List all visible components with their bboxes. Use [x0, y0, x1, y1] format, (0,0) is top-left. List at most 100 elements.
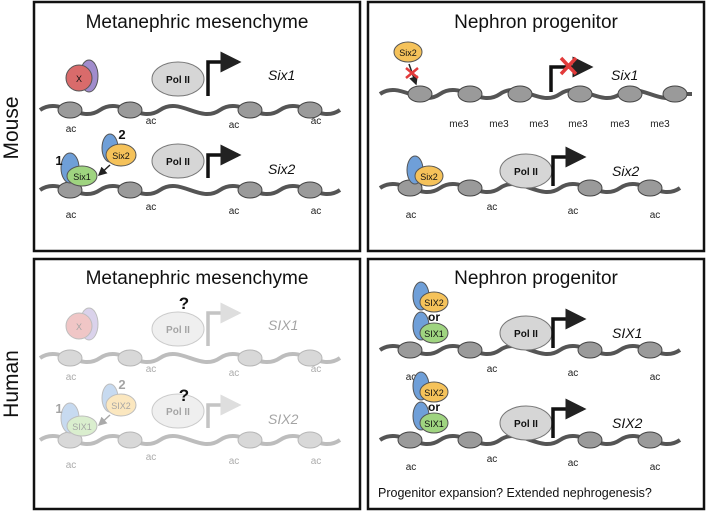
panel-mouse-metanephric-mesenchyme: Metanephric mesenchyme X Pol II Six1 ac …: [32, 0, 362, 253]
pol-ii: [151, 143, 205, 179]
silenced-cross: [559, 56, 578, 76]
factor-six2: [419, 381, 449, 403]
blue-cofactor: [60, 402, 80, 434]
mark-ac: ac: [406, 210, 417, 221]
step-1: 1: [55, 153, 62, 168]
nucleosomes: [397, 431, 663, 449]
factor-six2-label: Six2: [420, 172, 438, 182]
pol-ii: [151, 393, 205, 429]
pol-ii-label: Pol II: [166, 325, 190, 336]
mark-ac: ac: [146, 116, 157, 127]
mark-ac: ac: [311, 364, 322, 375]
factor-six2-label: SIX2: [424, 298, 444, 308]
factor-x-companion: [79, 307, 99, 341]
pol-ii-label: Pol II: [514, 167, 538, 178]
row-label-mouse: Mouse: [0, 96, 23, 159]
mark-ac: ac: [650, 462, 661, 473]
mark-me3: me3: [489, 119, 509, 130]
question-mark: ?: [179, 294, 189, 313]
factor-six1: [66, 165, 98, 187]
factor-six2: [419, 291, 449, 313]
panel-border: [366, 257, 706, 511]
tss-arrow: [551, 146, 587, 186]
factor-six1: [419, 412, 449, 434]
mark-ac: ac: [406, 372, 417, 383]
factor-six1-label: SIX1: [424, 419, 444, 429]
factor-six2-label: Six2: [399, 48, 417, 58]
mark-ac: ac: [311, 116, 322, 127]
pol-ii-label: Pol II: [166, 75, 190, 86]
gene-label: SIX2: [612, 415, 643, 431]
tss-arrow: [551, 308, 587, 348]
mark-ac: ac: [311, 206, 322, 217]
mark-ac: ac: [650, 210, 661, 221]
or-label: or: [428, 310, 440, 324]
mark-ac: ac: [487, 364, 498, 375]
mark-ac: ac: [229, 206, 240, 217]
nucleosomes: [397, 179, 663, 197]
nucleosomes: [57, 349, 323, 367]
nucleosomes: [407, 85, 688, 103]
mark-ac: ac: [650, 372, 661, 383]
gene-label: SIX1: [268, 317, 298, 333]
mark-ac: ac: [229, 368, 240, 379]
panel-title: Metanephric mesenchyme: [86, 12, 309, 33]
gene-label: Six1: [268, 67, 295, 83]
nucleosomes: [397, 341, 663, 359]
factor-six2: [105, 393, 137, 417]
pol-ii: [151, 311, 205, 347]
factor-six1: [66, 415, 98, 437]
step-2: 2: [118, 127, 125, 142]
dna-helix: [38, 351, 342, 365]
question-mark: ?: [179, 386, 189, 405]
chromatin-track-six1: Six2 Six1 me3 me3 me3 me3 me3 me3: [378, 41, 692, 130]
mark-ac: ac: [568, 458, 579, 469]
panel-human-nephron-progenitor: Nephron progenitor SIX2 or SIX1 Pol II S…: [366, 257, 706, 511]
factor-six1-label: SIX1: [424, 329, 444, 339]
panel-border: [32, 0, 362, 253]
mark-me3: me3: [529, 119, 549, 130]
gene-label: Six1: [611, 67, 638, 83]
factor-six2-label: SIX2: [111, 401, 131, 411]
mark-ac: ac: [568, 206, 579, 217]
tss-arrow: [549, 56, 594, 92]
mark-ac: ac: [146, 364, 157, 375]
factor-six2-label: SIX2: [424, 388, 444, 398]
mark-ac: ac: [406, 462, 417, 473]
nucleosomes: [57, 181, 323, 199]
chromatin-track-six1: SIX2 or SIX1 Pol II SIX1 ac ac ac ac: [378, 281, 682, 383]
factor-six1-label: Six1: [73, 172, 91, 182]
chromatin-track-six2-faded: SIX1 1 SIX2 2 Pol II SIX2 ac ac ac ac: [38, 377, 342, 471]
mark-ac: ac: [66, 372, 77, 383]
mark-ac: ac: [568, 368, 579, 379]
mark-ac: ac: [66, 460, 77, 471]
mark-ac: ac: [229, 456, 240, 467]
panel-title: Nephron progenitor: [454, 12, 618, 33]
pol-ii-label: Pol II: [514, 329, 538, 340]
mark-ac: ac: [66, 124, 77, 135]
mark-me3: me3: [610, 119, 630, 130]
factor-x: [65, 64, 93, 92]
or-label: or: [428, 400, 440, 414]
mark-ac: ac: [487, 202, 498, 213]
dna-helix: [38, 183, 342, 197]
blocked-cross: [405, 67, 419, 79]
mark-ac: ac: [229, 120, 240, 131]
chromatin-track-six2: SIX2 or SIX1 Pol II SIX2 ac ac ac ac: [378, 371, 682, 473]
arrow-six2-to-six1: [97, 414, 111, 427]
tss-arrow: [551, 398, 587, 438]
pol-ii: [151, 61, 205, 97]
nucleosomes: [57, 101, 323, 119]
tss-arrow: [206, 394, 242, 428]
step-1: 1: [55, 401, 62, 416]
mark-me3: me3: [568, 119, 588, 130]
factor-six2: [393, 41, 423, 63]
factor-six1: [419, 322, 449, 344]
tss-arrow: [206, 302, 242, 346]
footer-question: Progenitor expansion? Extended nephrogen…: [378, 486, 652, 500]
nucleosomes: [57, 431, 323, 449]
pol-ii-label: Pol II: [514, 419, 538, 430]
mark-ac: ac: [146, 202, 157, 213]
blue-cofactor: [101, 383, 119, 413]
